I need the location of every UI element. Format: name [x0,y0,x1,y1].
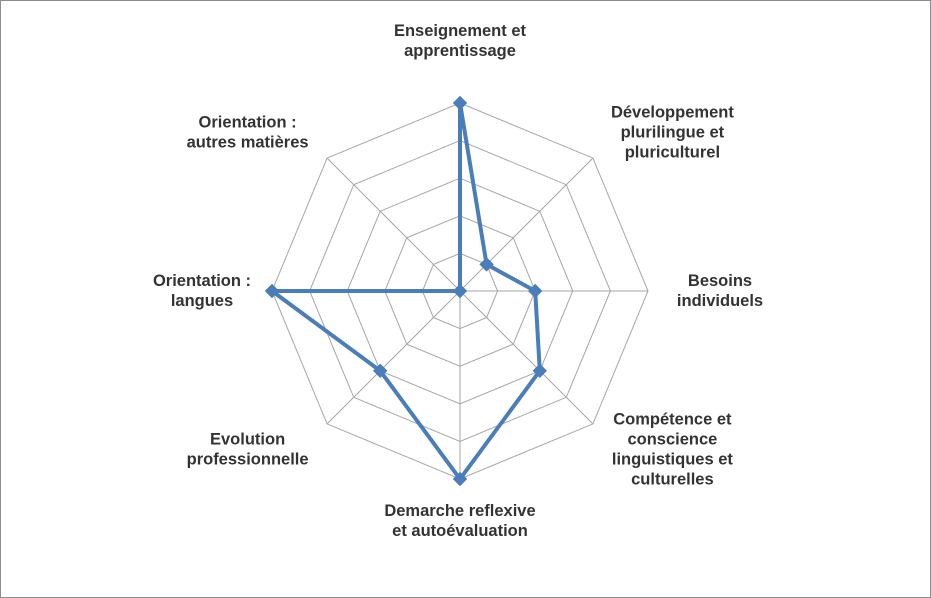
grid-spoke-2 [459,157,594,292]
axis-label-2-line-1: Développement [611,104,734,122]
axis-label-8-line-2: autres matières [187,134,309,152]
radar-series [264,95,548,487]
data-point-2 [479,257,494,272]
axis-labels: Enseignement et apprentissageDéveloppemen… [153,22,763,540]
axis-label-5-line-2: et autoévaluation [392,522,528,540]
axis-label-3-line-2: individuels [677,292,763,310]
axis-label-6-line-2: professionnelle [187,450,309,468]
axis-label-1: Enseignement et apprentissage [394,22,527,60]
axis-label-4-line-2: conscience [627,430,717,448]
data-point-6 [372,363,388,379]
axis-label-5-line-1: Demarche reflexive [384,502,535,520]
axis-label-7-line-2: langues [171,292,233,310]
axis-label-8: Orientation : autres matières [187,114,309,152]
axis-label-4: Compétence et conscience linguistiques et c… [612,410,734,488]
data-point-1 [452,95,468,111]
axis-label-7-line-1: Orientation : [153,272,251,290]
axis-label-1-line-1: Enseignement et [394,22,527,40]
axis-label-3-line-1: Besoins [688,272,752,290]
axis-label-6-line-1: Evolution [210,430,285,448]
axis-label-6: Evolution professionnelle [187,430,309,468]
axis-label-4-line-3: linguistiques et [612,450,734,468]
axis-label-8-line-1: Orientation : [199,114,297,132]
grid-spoke-4 [459,290,594,425]
axis-label-2-line-3: pluriculturel [625,144,720,162]
data-point-5 [452,471,468,487]
data-point-7 [264,283,280,299]
data-point-3 [527,283,543,299]
axis-label-7: Orientation : langues [153,272,251,310]
axis-label-2-line-2: plurilingue et [621,124,725,142]
axis-label-1-line-2: apprentissage [404,42,516,60]
axis-label-5: Demarche reflexive et autoévaluation [384,502,535,540]
grid-spoke-6 [326,290,461,425]
data-point-4 [532,363,548,379]
axis-label-2: Développement plurilingue et pluriculturel [611,104,734,162]
axis-label-3: Besoins individuels [677,272,763,310]
grid-spoke-8 [326,157,461,292]
axis-label-4-line-1: Compétence et [613,410,732,428]
axis-label-4-line-4: culturelles [631,470,714,488]
data-point-8 [452,283,468,299]
